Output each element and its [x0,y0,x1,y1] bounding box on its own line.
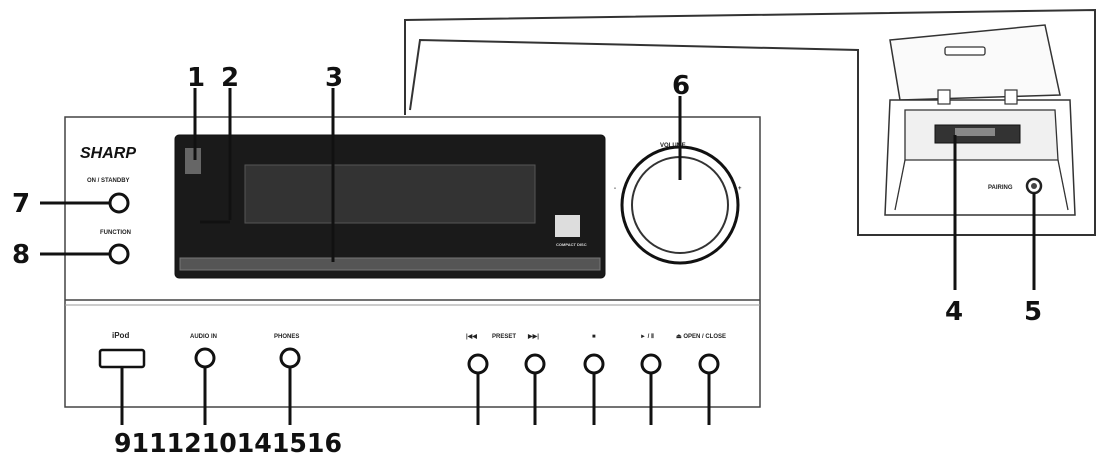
stop-button[interactable] [583,353,605,375]
dock-inset: PAIRING [884,24,1081,226]
function-button[interactable] [108,243,130,265]
open-close-label: ⏏ OPEN / CLOSE [676,334,726,340]
phones-jack[interactable] [279,347,301,369]
prev-button[interactable] [467,353,489,375]
brand-logo: SHARP [80,145,136,162]
on-standby-button[interactable] [108,192,130,214]
audio-in-jack[interactable] [194,347,216,369]
open-close-button[interactable] [698,353,720,375]
svg-text:■: ■ [592,334,596,340]
pairing-label: PAIRING [988,185,1013,191]
svg-text:▶▶|: ▶▶| [527,333,539,340]
callout-6: 6 [672,71,690,101]
leader-lines [40,88,1036,425]
callout-3: 3 [325,63,343,93]
ipod-usb-port[interactable] [98,348,146,369]
svg-text:|◀◀: |◀◀ [466,333,477,340]
audio-in-label: AUDIO IN [190,334,217,340]
next-button[interactable] [524,353,546,375]
callout-1: 1 [187,63,205,93]
disc-logo-label: COMPACT DISC [556,242,587,247]
callout-8: 8 [12,240,30,270]
function-label: FUNCTION [100,230,131,236]
disc-logo [555,215,580,237]
svg-text:-: - [614,186,616,192]
on-standby-label: ON / STANDBY [87,178,130,184]
play-pause-button[interactable] [640,353,662,375]
dock-callout-outline [404,8,1096,236]
callout-5: 5 [1024,297,1042,327]
svg-text:+: + [738,186,742,192]
callout-2: 2 [221,63,239,93]
phones-label: PHONES [274,334,299,340]
ipod-label: iPod [112,331,129,340]
play-pause-label: ► / Ⅱ [640,333,654,340]
preset-label: PRESET [492,334,516,340]
disc-slot [179,257,601,271]
callout-4: 4 [945,297,963,327]
callout-bottom-row: 9111210141516 [114,429,342,459]
callout-7: 7 [12,189,30,219]
